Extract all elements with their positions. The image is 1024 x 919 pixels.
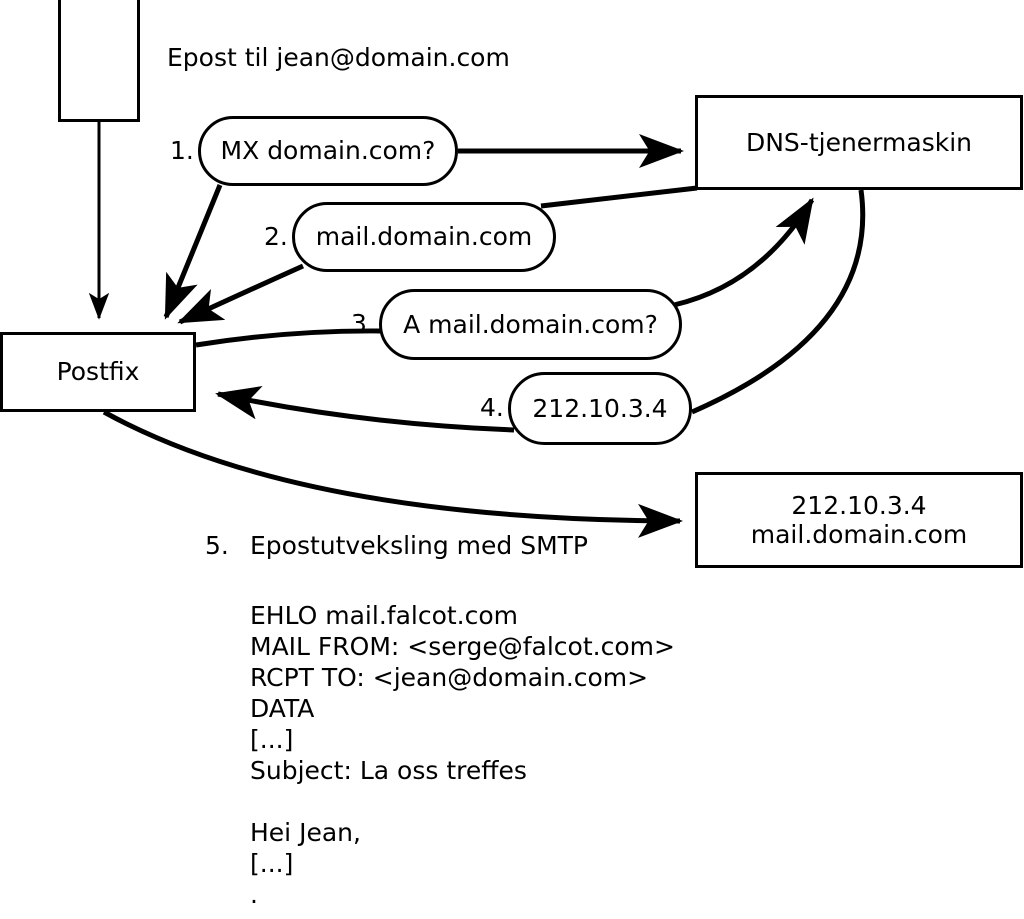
smtp-transcript-line: Hei Jean, xyxy=(250,818,361,847)
step-2-number: 2. xyxy=(264,222,288,251)
step-4-bubble[interactable]: 212.10.3.4 xyxy=(508,372,692,445)
step-1-bubble[interactable]: MX domain.com? xyxy=(198,116,458,186)
arrow-postfix-to-mailserver xyxy=(102,409,683,538)
step-3-number: 3. xyxy=(351,309,375,338)
smtp-transcript-line: [...] xyxy=(250,849,294,878)
smtp-transcript-line: DATA xyxy=(250,694,315,723)
arrow-step1-tail-to-postfix xyxy=(163,184,223,320)
smtp-transcript-line: EHLO mail.falcot.com xyxy=(250,601,519,630)
dns-server-label: DNS-tjenermaskin xyxy=(745,127,972,157)
arrow-step3-to-dns xyxy=(673,197,815,308)
smtp-transcript-line: [...] xyxy=(250,725,294,754)
client-machine-box[interactable] xyxy=(58,0,140,122)
postfix-box[interactable]: Postfix xyxy=(0,332,196,412)
line-dns-to-step2 xyxy=(540,185,698,209)
smtp-transcript-line: Subject: La oss treffes xyxy=(250,756,527,785)
arrow-step4-to-postfix xyxy=(215,386,515,433)
step-2-bubble-label: mail.domain.com xyxy=(315,222,533,252)
smtp-transcript-line: RCPT TO: <jean@domain.com> xyxy=(250,663,649,692)
step-5-label: Epostutveksling med SMTP xyxy=(250,531,589,560)
step-4-number: 4. xyxy=(480,393,504,422)
line-postfix-to-step3 xyxy=(195,328,383,348)
step-1-bubble-label: MX domain.com? xyxy=(220,136,436,166)
destination-mailserver-box[interactable]: 212.10.3.4 mail.domain.com xyxy=(695,472,1023,568)
smtp-transcript-line xyxy=(250,786,675,817)
step-3-bubble[interactable]: A mail.domain.com? xyxy=(379,289,682,360)
line-dns-to-step4 xyxy=(690,189,866,415)
destination-mailserver-hostname: mail.domain.com xyxy=(750,520,968,549)
smtp-transcript-line: MAIL FROM: <serge@falcot.com> xyxy=(250,632,675,661)
step-3-bubble-label: A mail.domain.com? xyxy=(403,309,658,339)
smtp-transcript-line: . xyxy=(250,880,258,909)
step-1-number: 1. xyxy=(170,136,194,165)
step-4-bubble-label: 212.10.3.4 xyxy=(532,393,668,423)
step-2-bubble[interactable]: mail.domain.com xyxy=(292,202,556,272)
step-5-number: 5. xyxy=(205,531,229,560)
dns-server-box[interactable]: DNS-tjenermaskin xyxy=(695,95,1023,190)
postfix-label: Postfix xyxy=(56,357,140,387)
arrow-step2-to-postfix xyxy=(177,263,305,325)
destination-mailserver-ip: 212.10.3.4 xyxy=(791,490,927,520)
email-caption: Epost til jean@domain.com xyxy=(167,43,510,72)
